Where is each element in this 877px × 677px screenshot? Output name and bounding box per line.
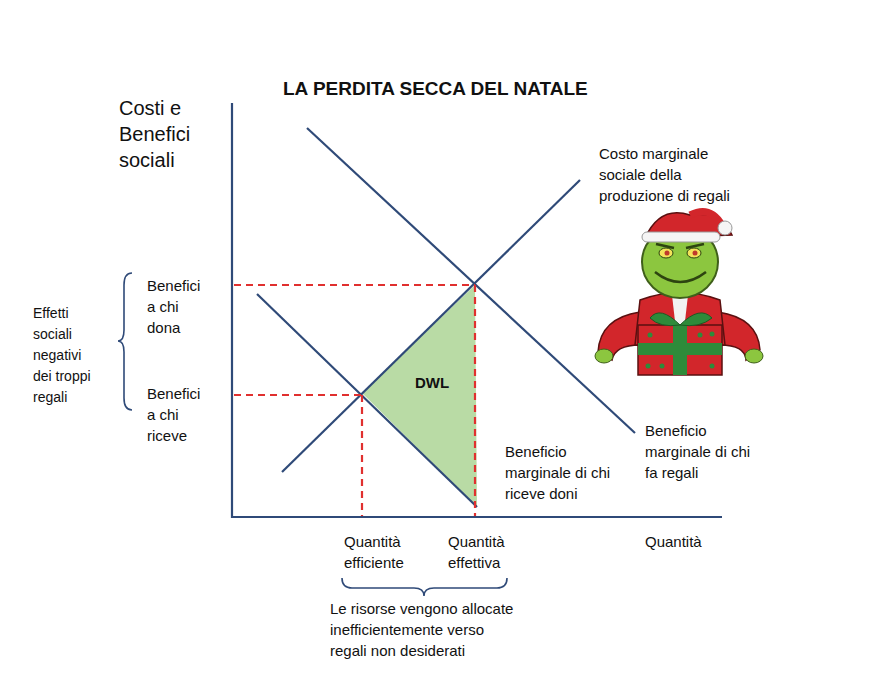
y-axis xyxy=(231,103,233,518)
dashed-guide xyxy=(234,284,475,286)
supply-curve xyxy=(282,180,580,472)
receiver-benefit-curve xyxy=(257,294,477,507)
giver-benefit-curve xyxy=(307,128,635,433)
curve-label: Costo marginale sociale della produzione… xyxy=(599,143,754,206)
dashed-guide xyxy=(234,394,362,396)
curve-label: Beneficio marginale di chi riceve doni xyxy=(505,441,614,504)
quantity-label: Quantità effettiva xyxy=(448,531,523,573)
x-axis xyxy=(231,516,722,518)
dwl-triangle: DWL xyxy=(362,285,478,508)
bottom-bracket xyxy=(342,578,507,596)
bracket-note: Effetti sociali negativi dei troppi rega… xyxy=(33,303,95,408)
axis-value-label: Benefici a chi dona xyxy=(147,275,211,338)
chart-title: LA PERDITA SECCA DEL NATALE xyxy=(283,77,588,101)
axis-value-label: Benefici a chi riceve xyxy=(147,383,211,446)
axis-title: Costi e Benefici sociali xyxy=(119,95,214,173)
grinch-illustration xyxy=(595,212,763,375)
bracket-note: Le risorse vengono allocate inefficiente… xyxy=(330,598,517,661)
curve-label: Beneficio marginale di chi fa regali xyxy=(645,420,754,483)
axis-title: Quantità xyxy=(645,531,725,552)
quantity-label: Quantità efficiente xyxy=(344,531,424,573)
left-bracket xyxy=(118,273,132,410)
dashed-guide xyxy=(474,285,476,516)
dwl-fill xyxy=(362,285,477,507)
dwl-label: DWL xyxy=(415,374,449,392)
dwl-shape xyxy=(362,285,478,508)
dashed-guide xyxy=(361,395,363,516)
